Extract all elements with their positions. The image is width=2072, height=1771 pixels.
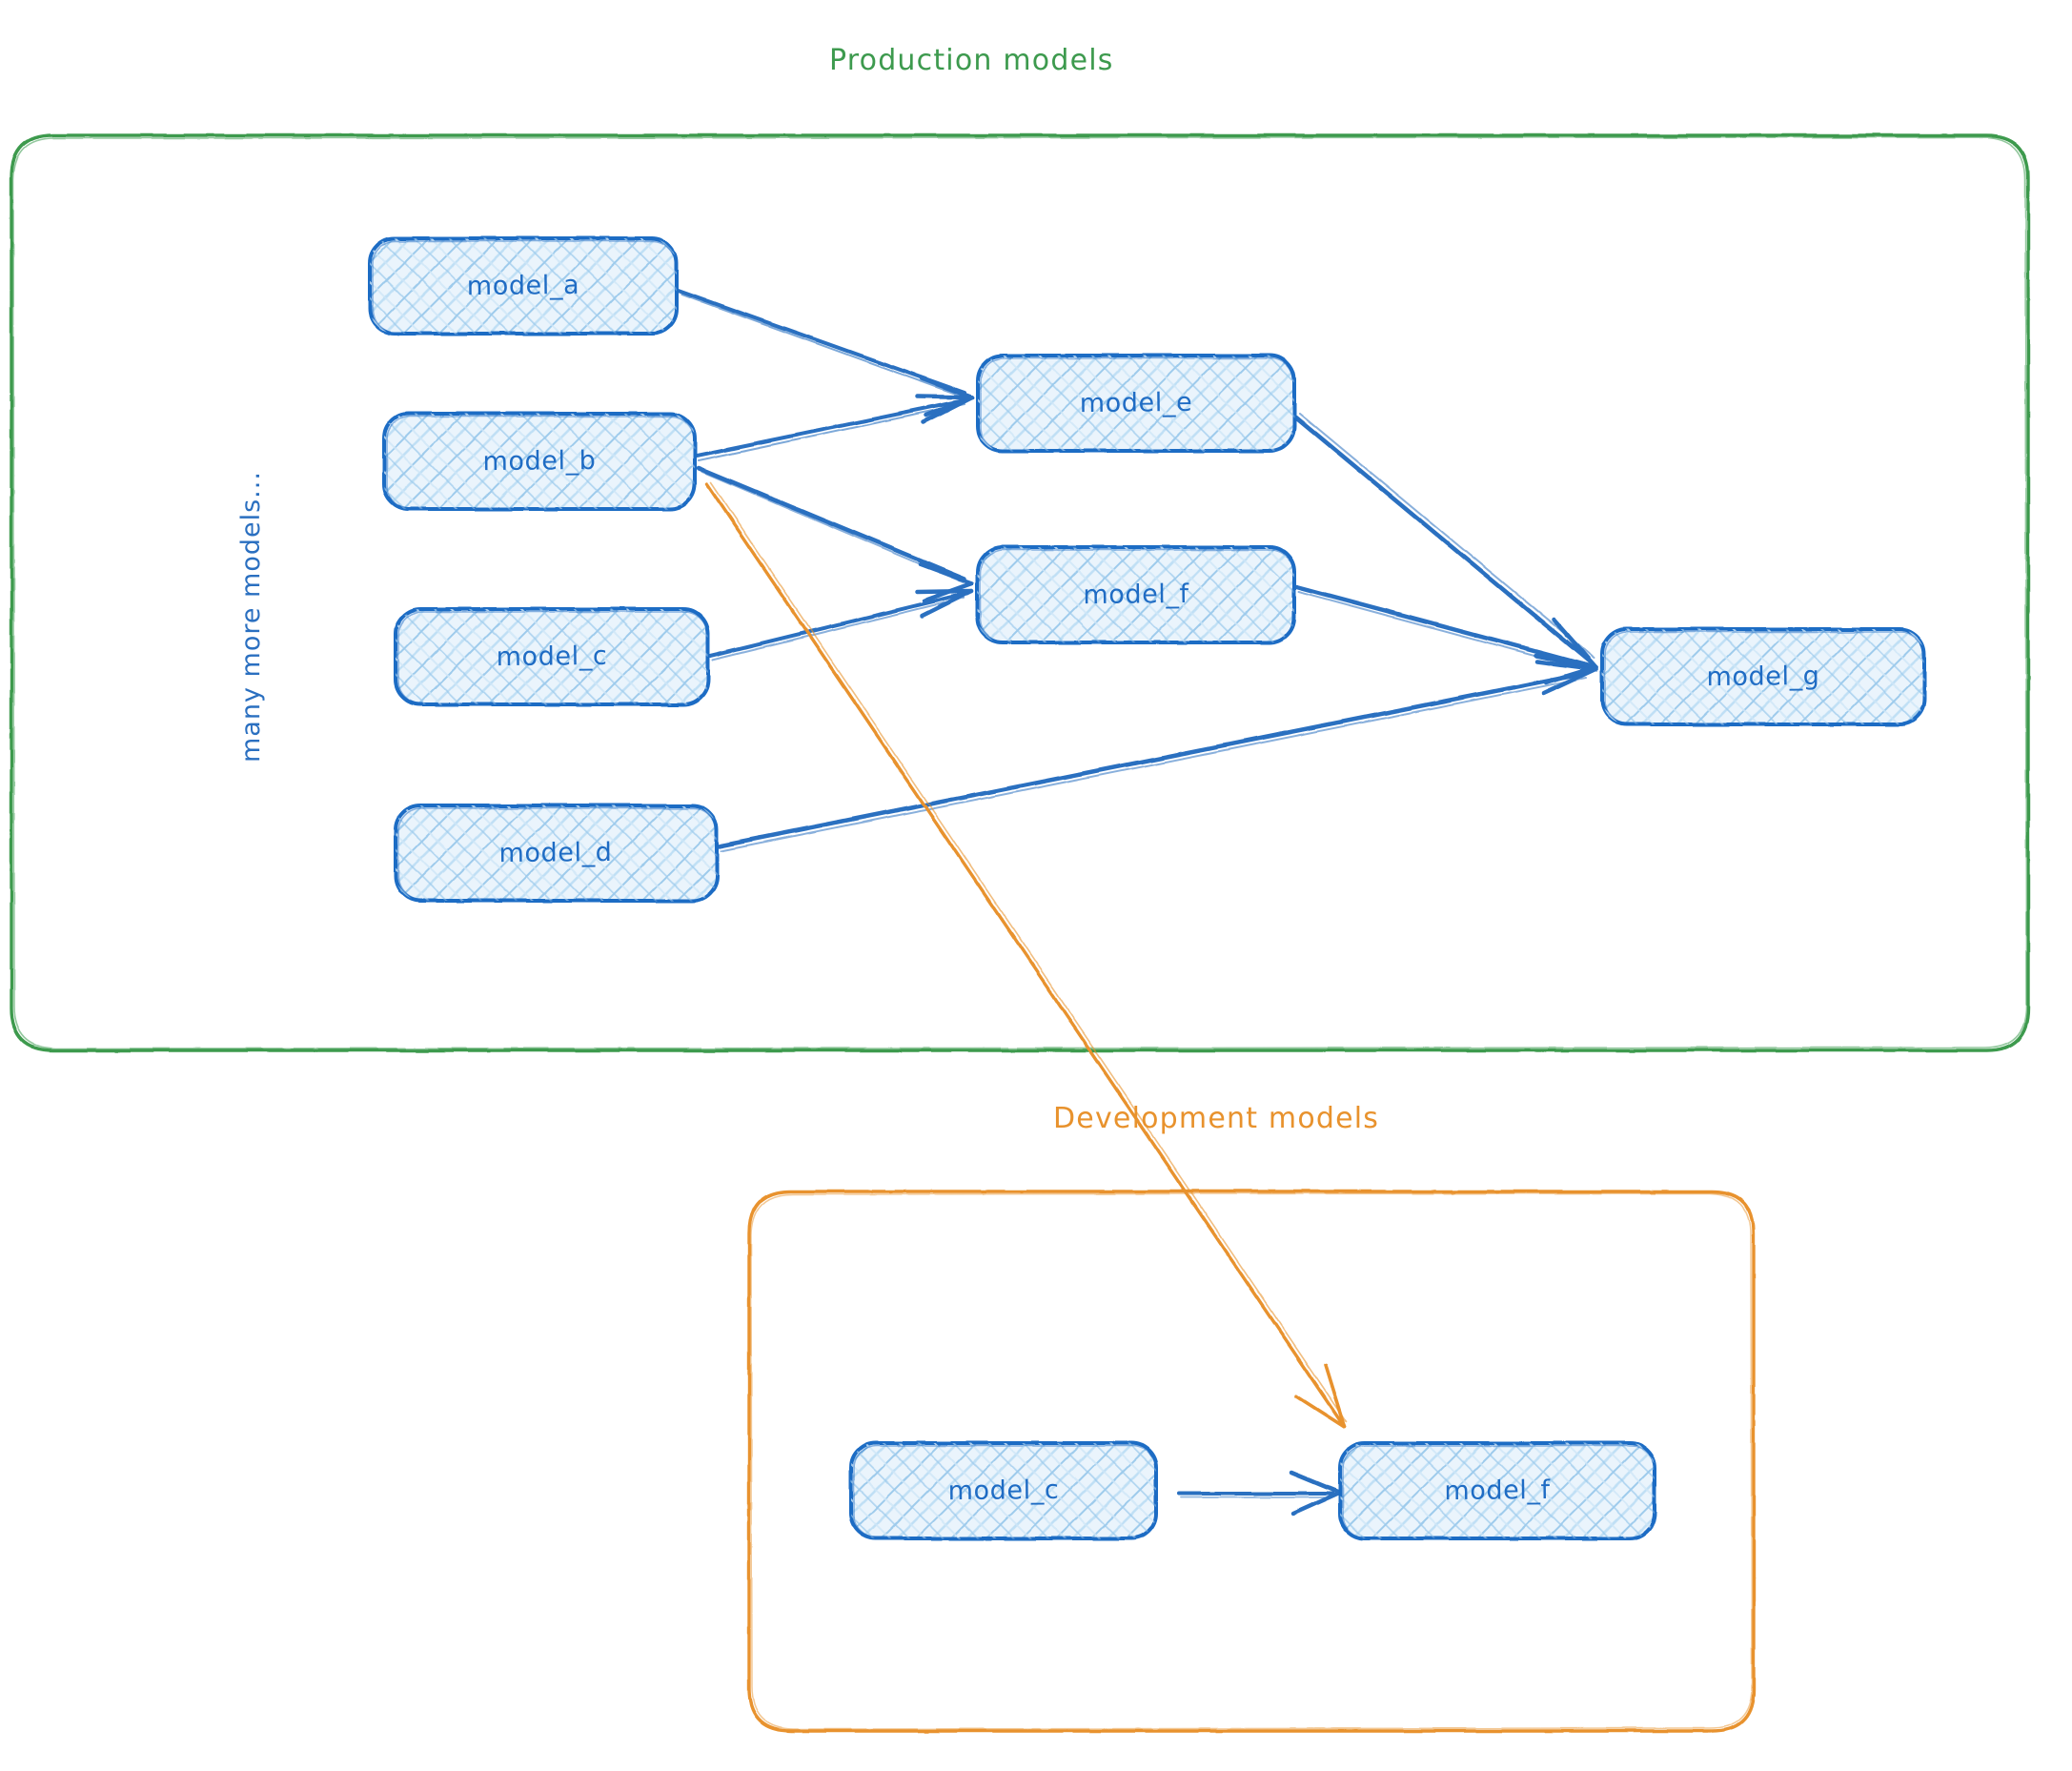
node-label-prod-model-d: model_d	[498, 837, 613, 869]
group-title-development: Development models	[1053, 1102, 1380, 1135]
edge-model-a-to-model-e	[677, 289, 975, 418]
node-prod-model-d[interactable]	[394, 804, 719, 903]
node-label-prod-model-c: model_c	[496, 641, 608, 673]
edge-model-c-to-model-f	[708, 588, 975, 661]
node-prod-model-e[interactable]	[976, 354, 1296, 453]
node-label-prod-model-b: model_b	[482, 445, 597, 478]
node-label-prod-model-g: model_g	[1706, 661, 1820, 693]
node-prod-model-c[interactable]	[394, 607, 710, 706]
node-layer	[368, 236, 1926, 1540]
edge-dev-model-c-to-dev-model-f	[1177, 1470, 1343, 1517]
node-prod-model-a[interactable]	[368, 236, 679, 336]
group-container-production	[10, 133, 2030, 1052]
edge-model-b-to-model-e	[695, 394, 975, 461]
node-label-dev-model-c: model_c	[947, 1475, 1060, 1507]
edge-model-f-to-model-g	[1293, 584, 1598, 685]
node-label-prod-model-e: model_e	[1079, 387, 1193, 419]
group-title-production: Production models	[829, 44, 1114, 77]
edge-model-b-to-model-f	[696, 465, 975, 603]
node-dev-model-c[interactable]	[849, 1441, 1158, 1540]
node-label-dev-model-f: model_f	[1444, 1475, 1551, 1507]
many-more-models-note: many more models...	[236, 471, 266, 763]
node-label-prod-model-f: model_f	[1083, 579, 1189, 611]
node-prod-model-f[interactable]	[976, 545, 1296, 644]
node-prod-model-g[interactable]	[1600, 627, 1926, 726]
group-container-development	[747, 1190, 1756, 1733]
edge-model-b-to-dev-model-f	[705, 481, 1348, 1429]
edge-layer	[677, 289, 1598, 1517]
node-label-prod-model-a: model_a	[466, 270, 580, 302]
node-dev-model-f[interactable]	[1338, 1441, 1656, 1540]
edge-model-d-to-model-g	[716, 659, 1598, 852]
node-prod-model-b[interactable]	[382, 412, 697, 511]
